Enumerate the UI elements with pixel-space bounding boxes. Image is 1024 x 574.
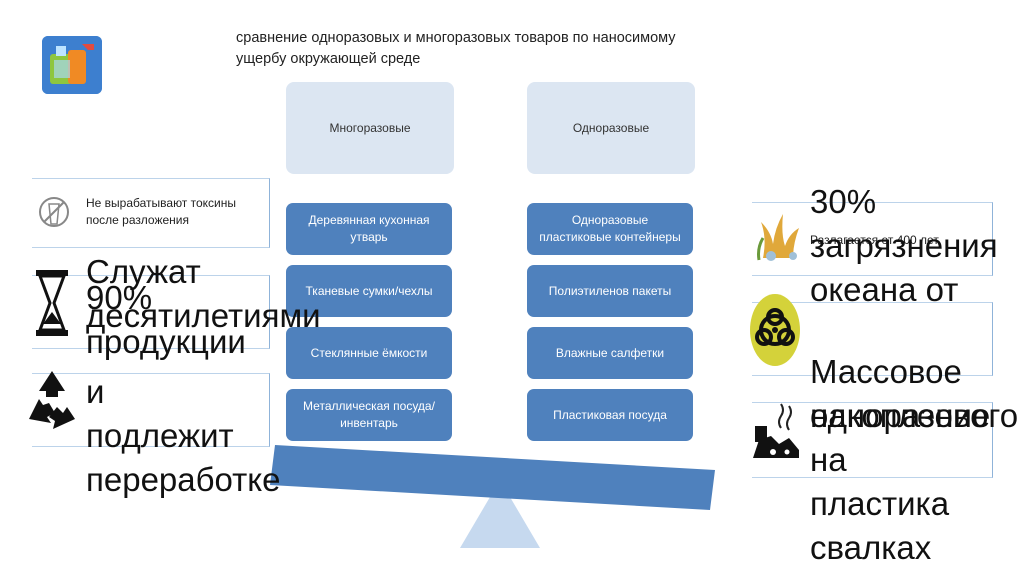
hourglass-icon [30,265,74,341]
no-toxins-text: Не вырабатывают токсины после разложения [86,196,237,227]
landfill-text: накопление на пластика свалках [810,397,991,566]
decades-text: Служат десятилетиями [86,253,321,334]
landfill-icon [750,398,802,464]
disposable-item-dishes: Пластиковая посуда [527,389,693,441]
reusable-item-wood: Деревянная кухонная утварь [286,203,452,255]
disposable-item-containers: Одноразовые пластиковые контейнеры [527,203,693,255]
reusable-item-glass: Стеклянные ёмкости [286,327,452,379]
card-recycle [32,373,270,447]
disposable-item-wipes: Влажные салфетки [527,327,693,379]
recycle-icon [24,365,80,439]
balance-beam [270,445,715,510]
no-toxin-icon [34,183,74,241]
disposable-header: Одноразовые [527,82,695,174]
coral-icon [752,196,808,266]
biohazard-icon [748,292,802,368]
reusable-header: Многоразовые [286,82,454,174]
recycle-text: и подлежит переработке [86,373,281,498]
reusable-item-bags: Тканевые сумки/чехлы [286,265,452,317]
decompose-text: Разлагается от 400 лет [810,233,939,247]
app-logo-icon [42,36,102,94]
ocean-pollution-text: 30% загрязнения океана от [810,183,998,308]
fulcrum [460,480,540,548]
card-no-toxins [32,178,270,248]
ninety-percent-text: 90% продукции [86,279,246,360]
disposable-item-bags: Полиэтиленов пакеты [527,265,693,317]
page-title: сравнение одноразовых и многоразовых тов… [236,30,676,67]
card-landfill [752,402,993,478]
reusable-item-metal: Металлическая посуда/инвентарь [286,389,452,441]
seesaw [270,445,715,548]
card-decades [32,275,270,349]
mass-disposable-text: Массовое одноразового [810,353,1019,434]
